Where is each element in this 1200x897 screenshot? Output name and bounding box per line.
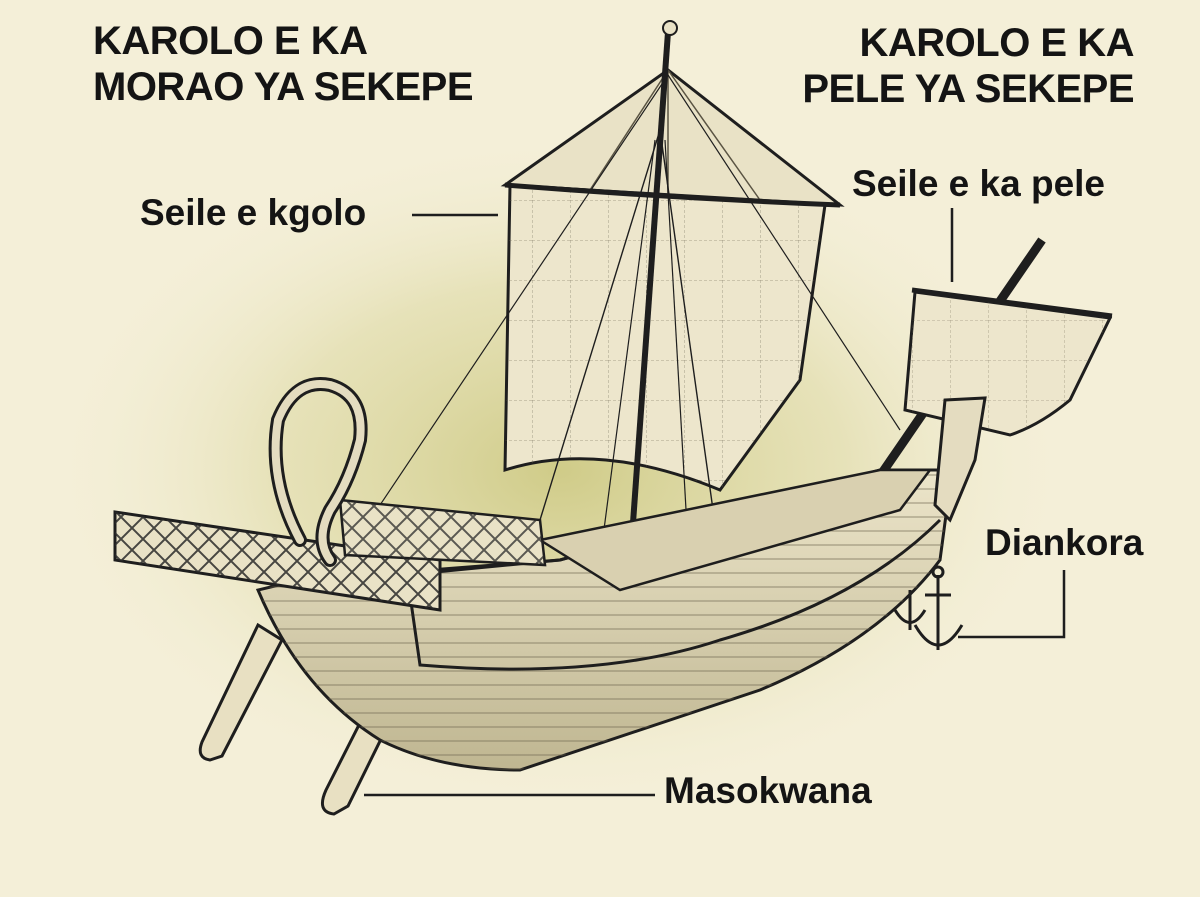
leader-anchors — [958, 570, 1066, 639]
stern-heading: KAROLO E KA MORAO YA SEKEPE — [93, 18, 474, 110]
mast-and-rigging — [369, 20, 901, 581]
fore-sail-label: Seile e ka pele — [852, 163, 1106, 204]
stern-heading-line-2: MORAO YA SEKEPE — [93, 65, 474, 109]
hull — [255, 396, 987, 772]
main-sail-label: Seile e kgolo — [140, 192, 367, 233]
oars-label: Masokwana — [664, 770, 872, 811]
anchor-icon — [893, 565, 964, 650]
bow-heading-line-1: KAROLO E KA — [859, 21, 1135, 65]
bow-heading: KAROLO E KA PELE YA SEKEPE — [802, 20, 1134, 112]
main-sail — [500, 68, 845, 492]
leader-lines — [364, 208, 1066, 797]
anchors-label: Diankora — [985, 522, 1144, 563]
stern-gallery — [113, 377, 547, 612]
bow-heading-line-2: PELE YA SEKEPE — [802, 67, 1134, 111]
stern-heading-line-1: KAROLO E KA — [93, 19, 368, 63]
